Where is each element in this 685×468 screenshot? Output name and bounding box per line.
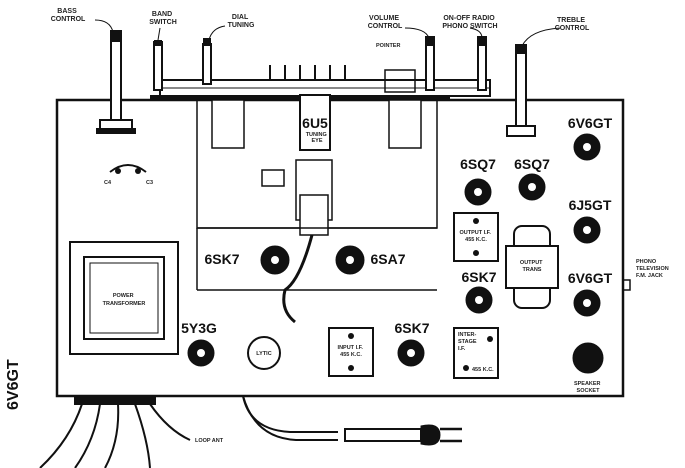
6sk7-b-label: 6SK7 bbox=[461, 269, 496, 285]
6v6gt-a-label: 6V6GT bbox=[568, 115, 613, 131]
gang-lead-wire bbox=[282, 234, 314, 324]
tuning-gang bbox=[196, 99, 438, 236]
side-6v6gt-label: 6V6GT bbox=[5, 359, 22, 410]
power-transformer-label: POWER TRANSFORMER bbox=[103, 293, 146, 307]
band-switch-label: BAND SWITCH bbox=[149, 11, 177, 26]
6j5gt-label: 6J5GT bbox=[569, 197, 612, 213]
c3-label: C3 bbox=[146, 180, 153, 186]
6u5-label: 6U5 bbox=[302, 115, 328, 131]
output-if-transformer bbox=[453, 212, 499, 262]
pointer-label: POINTER bbox=[376, 43, 400, 49]
power-transformer bbox=[69, 241, 179, 355]
onoff-switch-label: ON-OFF RADIO PHONO SWITCH bbox=[442, 15, 497, 30]
treble-control-label: TREBLE CONTROL bbox=[555, 17, 590, 32]
lytic-label: LYTIC bbox=[256, 351, 271, 357]
loop-antenna-label: LOOP ANT bbox=[195, 438, 224, 444]
5y3g-label: 5Y3G bbox=[181, 320, 217, 336]
loop-antenna-leads bbox=[39, 397, 191, 468]
output-trans-label: OUTPUT TRANS bbox=[520, 260, 544, 273]
6sa7-label: 6SA7 bbox=[370, 251, 405, 267]
input-if-label: INPUT I.F. 455 K.C. bbox=[338, 345, 365, 358]
interstage-label: INTER- STAGE I.F. bbox=[458, 332, 478, 352]
output-if-label: OUTPUT I.F. 455 K.C. bbox=[459, 230, 492, 243]
volume-control-shaft bbox=[425, 36, 435, 91]
bass-control-label: BASS CONTROL bbox=[51, 8, 86, 23]
dial-tuning-shaft bbox=[202, 38, 212, 85]
6v6gt-b-label: 6V6GT bbox=[568, 270, 613, 286]
interstage-if-transformer bbox=[453, 327, 499, 379]
c3-c4-capacitor bbox=[109, 164, 147, 174]
tuning-eye-label: TUNING EYE bbox=[306, 132, 329, 144]
onoff-switch-shaft bbox=[477, 36, 487, 91]
phono-jack-label: PHONO TELEVISION F.M. JACK bbox=[636, 259, 670, 279]
speaker-socket bbox=[572, 342, 604, 374]
c4-label: C4 bbox=[104, 180, 112, 186]
dial-tuning-label: DIAL TUNING bbox=[228, 14, 255, 29]
6sq7-b-label: 6SQ7 bbox=[514, 156, 550, 172]
speaker-socket-label: SPEAKER SOCKET bbox=[574, 381, 602, 394]
volume-control-label: VOLUME CONTROL bbox=[368, 15, 403, 30]
electrolytic-capacitor bbox=[247, 336, 281, 370]
6u5-tube-box bbox=[299, 94, 331, 151]
input-if-transformer bbox=[328, 327, 374, 377]
band-switch-shaft bbox=[153, 40, 163, 91]
interstage-kc-label: 455 K.C. bbox=[472, 367, 494, 373]
6sk7-c-label: 6SK7 bbox=[394, 320, 429, 336]
6sk7-a-label: 6SK7 bbox=[204, 251, 239, 267]
treble-control-shaft bbox=[506, 44, 536, 137]
output-transformer bbox=[505, 225, 559, 309]
power-cord bbox=[242, 395, 462, 446]
bass-control-shaft bbox=[96, 30, 136, 134]
6sq7-a-label: 6SQ7 bbox=[460, 156, 496, 172]
